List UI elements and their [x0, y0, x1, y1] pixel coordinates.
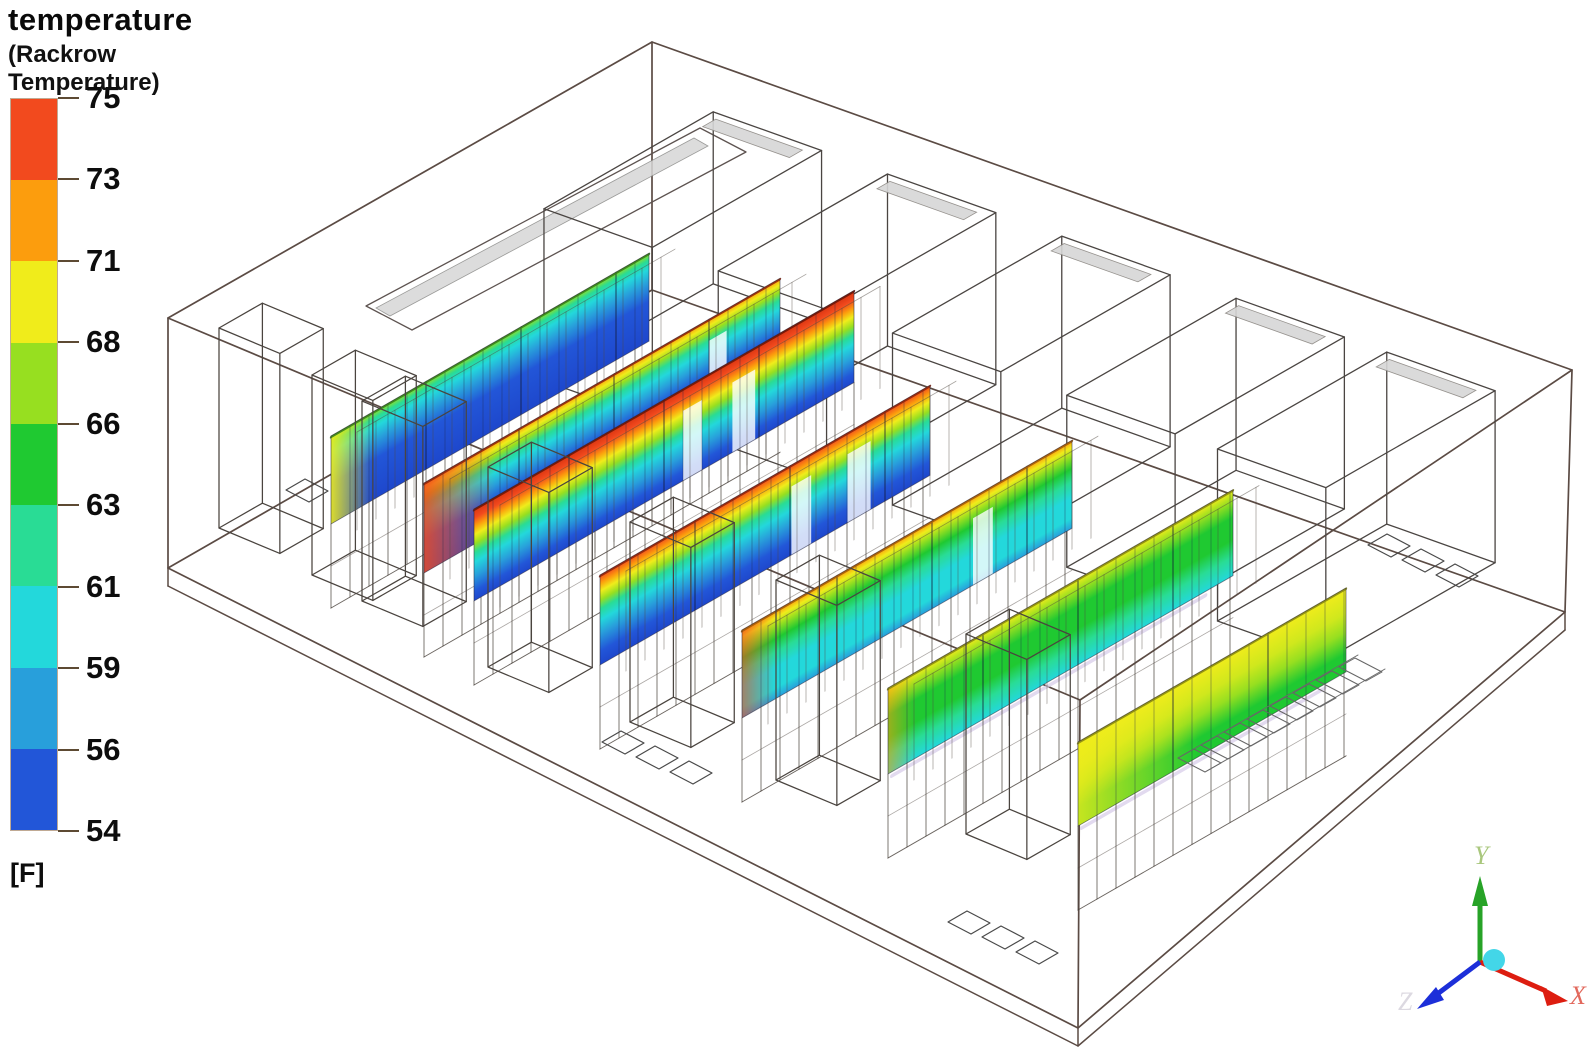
- colorbar-label: 71: [86, 243, 121, 278]
- row-end-cabinet-6: [775, 554, 881, 807]
- colorbar-band-71-68: [11, 261, 57, 343]
- rack-grid-back: [625, 380, 957, 672]
- colorbar-label: 59: [86, 650, 121, 685]
- colorbar: [10, 98, 58, 831]
- rack-grid-back: [913, 485, 1260, 781]
- row-end-cabinet-3: [361, 375, 467, 628]
- rackrow-plane-7: [1076, 587, 1348, 911]
- axis-x-label: X: [1569, 981, 1587, 1010]
- row-end-cabinet-7: [965, 608, 1071, 861]
- ceiling-vent: [365, 127, 747, 331]
- axis-z-arrowhead: [1417, 987, 1444, 1009]
- colorbar-label: 66: [86, 406, 121, 441]
- crac-unit-4: [1066, 297, 1346, 607]
- axis-z-arrow: [1434, 960, 1482, 997]
- colorbar-band-73-71: [11, 180, 57, 262]
- colorbar-tick: [58, 667, 79, 669]
- rackrow-plane-4: [598, 380, 957, 750]
- crac-intake-slot: [1224, 305, 1327, 345]
- colorbar-label: 73: [86, 161, 121, 196]
- rack-grid-back: [499, 285, 881, 608]
- plot-subtitle: (Rackrow Temperature): [8, 41, 160, 96]
- colorbar-band-61-59: [11, 586, 57, 668]
- colorbar-tick: [58, 504, 79, 506]
- axis-y-label: Y: [1474, 841, 1491, 870]
- colorbar-band-59-56: [11, 667, 57, 749]
- colorbar-tick: [58, 749, 79, 751]
- colorbar-tick: [58, 178, 79, 180]
- crac-intake-slot: [1050, 243, 1152, 283]
- colorbar-band-66-63: [11, 423, 57, 506]
- colorbar-band-56-54: [11, 748, 57, 830]
- crac-intake-slot: [1375, 358, 1477, 399]
- row-end-cabinet-5: [629, 496, 735, 749]
- room-wireframe: [167, 41, 1573, 1047]
- axis-z-label: Z: [1398, 987, 1413, 1016]
- axis-triad: Y X Z: [1398, 841, 1587, 1016]
- axis-x-arrowhead: [1541, 986, 1568, 1006]
- crac-intake-slot: [876, 180, 978, 221]
- colorbar-tick: [58, 586, 79, 588]
- plot-title: temperature: [8, 2, 193, 37]
- colorbar-tick: [58, 97, 79, 99]
- colorbar-label: 61: [86, 569, 121, 604]
- axis-y-arrowhead: [1472, 876, 1488, 906]
- temperature-legend: temperature (Rackrow Temperature) 75 73 …: [0, 0, 240, 1056]
- row-end-cabinet-1: [218, 302, 324, 555]
- colorbar-band-63-61: [11, 505, 57, 587]
- rack-grid-back: [356, 248, 676, 531]
- colorbar-label: 54: [86, 813, 121, 848]
- row-end-cabinet-2: [311, 349, 417, 602]
- triad-origin-sphere: [1483, 949, 1505, 971]
- crac-unit-5: [1216, 351, 1496, 661]
- unit-label: [F]: [10, 858, 45, 888]
- colorbar-tick: [58, 260, 79, 262]
- colorbar-label: 63: [86, 487, 121, 522]
- rack-wireframe: [1077, 672, 1347, 911]
- colorbar-tick: [58, 423, 79, 425]
- rackrow-plane-3: [472, 285, 881, 686]
- colorbar-tick: [58, 341, 79, 343]
- rackrow-plane-5: [740, 435, 1099, 803]
- cable-tray: [1177, 654, 1386, 773]
- row-end-cabinet-4: [487, 441, 593, 694]
- rack-grid-back: [767, 435, 1099, 725]
- colorbar-label: 56: [86, 732, 121, 767]
- colorbar-band-68-66: [11, 342, 57, 424]
- colorbar-label: 68: [86, 324, 121, 359]
- colorbar-tick: [58, 830, 79, 832]
- crac-intake-slot: [701, 118, 804, 158]
- floor-vents: [285, 478, 1479, 965]
- colorbar-label: 75: [86, 80, 121, 115]
- colorbar-band-75-73: [11, 99, 57, 181]
